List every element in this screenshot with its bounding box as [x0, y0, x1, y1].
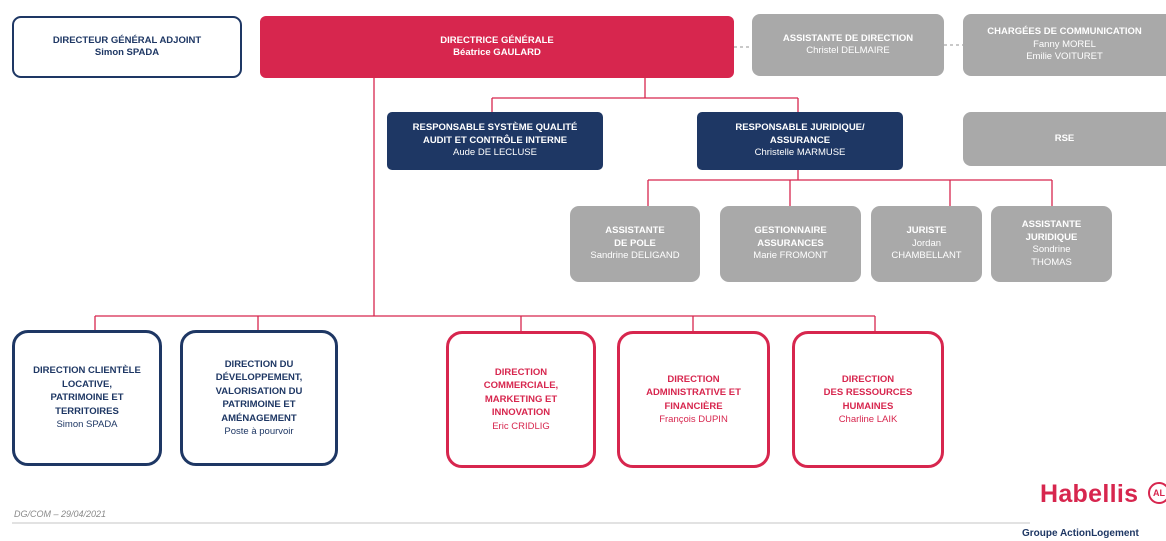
direction-title-line: DES RESSOURCES [823, 387, 913, 398]
role-title: CHARGÉES DE COMMUNICATION [987, 26, 1142, 38]
direction-title-line: INNOVATION [491, 407, 551, 419]
person-name: Charline LAIK [838, 414, 898, 425]
direction-box-customer: DIRECTION CLIENTÈLE LOCATIVE, PATRIMOINE… [12, 330, 162, 466]
direction-title-line: DÉVELOPPEMENT, [215, 372, 303, 383]
person-name: Aude DE LECLUSE [453, 147, 537, 159]
person-name: Christelle MARMUSE [754, 147, 846, 159]
person-name: Marie FROMONT [753, 250, 828, 262]
role-title-line: JURISTE [906, 225, 947, 237]
person-name: Simon SPADA [56, 419, 118, 431]
role-title-line: ASSISTANTE [605, 225, 665, 237]
role-title-line: RESPONSABLE SYSTÈME QUALITÉ [412, 122, 578, 134]
person-name: Fanny MOREL [1033, 38, 1096, 50]
person-name: Eric CRIDLIG [492, 420, 550, 432]
role-title-line: ASSURANCES [757, 237, 824, 249]
pole-assistant-box: ASSISTANTE DE POLE Sandrine DELIGAND [570, 206, 700, 282]
role-title-line: RESPONSABLE JURIDIQUE/ [735, 122, 865, 134]
role-title: DIRECTRICE GÉNÉRALE [440, 34, 554, 46]
brand-logo-text: Habellis [1040, 480, 1139, 508]
connector-line [491, 78, 799, 112]
direction-box-finance: DIRECTION ADMINISTRATIVE ET FINANCIÈRE F… [617, 331, 770, 468]
direction-title-line: TERRITOIRES [55, 405, 119, 417]
direction-title-line: MARKETING ET [484, 393, 558, 405]
document-reference: DG/COM – 29/04/2021 [14, 509, 107, 519]
person-name: THOMAS [1031, 256, 1072, 268]
person-name: Christel DELMAIRE [806, 45, 890, 56]
quality-manager-box: RESPONSABLE SYSTÈME QUALITÉ AUDIT ET CON… [387, 112, 603, 170]
person-name: Sondrine [1032, 244, 1071, 255]
direction-title-line: ADMINISTRATIVE ET [646, 387, 741, 398]
legal-manager-box: RESPONSABLE JURIDIQUE/ ASSURANCE Christe… [697, 112, 903, 170]
direction-title-line: HUMAINES [842, 400, 894, 412]
person-name: CHAMBELLANT [891, 250, 962, 262]
person-name: Béatrice GAULARD [453, 47, 541, 58]
person-name: Simon SPADA [94, 47, 160, 58]
direction-box-development: DIRECTION DU DÉVELOPPEMENT, VALORISATION… [180, 330, 338, 466]
group-name: Groupe ActionLogement [1022, 528, 1139, 539]
role-title: DIRECTEUR GÉNÉRAL ADJOINT [52, 34, 202, 46]
person-name: Sandrine DELIGAND [590, 250, 680, 262]
role-title-line: GESTIONNAIRE [754, 225, 827, 237]
person-name: François DUPIN [659, 414, 728, 425]
direction-title-line: DIRECTION [494, 366, 548, 378]
role-title-line: DE POLE [614, 237, 656, 249]
direction-title-line: PATRIMOINE ET [50, 392, 124, 404]
brand-badge-icon: AL [1148, 481, 1166, 507]
executive-assistant-box: ASSISTANTE DE DIRECTION Christel DELMAIR… [752, 14, 944, 76]
direction-box-hr: DIRECTION DES RESSOURCES HUMAINES Charli… [792, 331, 944, 468]
person-name: Poste à pourvoir [224, 426, 294, 437]
direction-title-line: DIRECTION CLIENTÈLE [33, 365, 141, 377]
direction-title-line: LOCATIVE, [62, 378, 112, 390]
deputy-director-box: DIRECTEUR GÉNÉRAL ADJOINT Simon SPADA [12, 16, 242, 78]
jurist-box: JURISTE Jordan CHAMBELLANT [871, 206, 982, 282]
brand-badge: AL [1148, 482, 1166, 504]
legal-assistant-box: ASSISTANTE JURIDIQUE Sondrine THOMAS [991, 206, 1112, 282]
person-name: Emilie VOITURET [1026, 51, 1103, 63]
insurance-manager-box: GESTIONNAIRE ASSURANCES Marie FROMONT [720, 206, 861, 282]
direction-title-line: DIRECTION DU [224, 358, 294, 370]
direction-title-line: DIRECTION [667, 373, 720, 385]
connector-line [647, 170, 1053, 206]
role-title-line: ASSISTANTE [1021, 219, 1082, 230]
rse-box: RSE [963, 112, 1166, 166]
role-title: RSE [1054, 132, 1075, 144]
general-director-box: DIRECTRICE GÉNÉRALE Béatrice GAULARD [260, 16, 734, 78]
role-title-line: JURIDIQUE [1025, 231, 1078, 243]
direction-title-line: DIRECTION [841, 373, 895, 385]
direction-title-line: FINANCIÈRE [664, 400, 723, 412]
direction-title-line: AMÉNAGEMENT [221, 412, 297, 424]
communication-box: CHARGÉES DE COMMUNICATION Fanny MOREL Em… [963, 14, 1166, 76]
direction-title-line: COMMERCIALE, [483, 380, 559, 392]
connector-line [94, 316, 876, 331]
direction-box-commercial: DIRECTION COMMERCIALE, MARKETING ET INNO… [446, 331, 596, 468]
direction-title-line: VALORISATION DU [215, 385, 303, 397]
role-title-line: ASSURANCE [769, 134, 831, 146]
role-title-line: AUDIT ET CONTRÔLE INTERNE [422, 134, 568, 146]
role-title: ASSISTANTE DE DIRECTION [782, 32, 914, 44]
person-name: Jordan [911, 237, 942, 249]
direction-title-line: PATRIMOINE ET [222, 399, 296, 410]
